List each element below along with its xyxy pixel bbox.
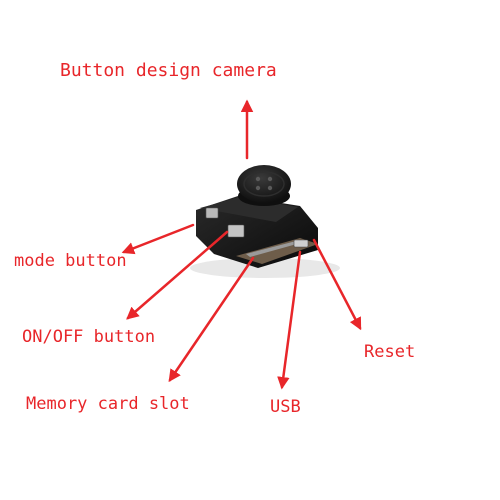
onoff-button-label: ON/OFF button xyxy=(22,327,156,347)
button-hole-icon xyxy=(267,185,273,191)
button-hole-icon xyxy=(255,176,261,182)
button-hole-icon xyxy=(255,185,261,191)
arrow-mode xyxy=(121,223,195,255)
reset-label: Reset xyxy=(364,342,416,362)
slot-metal-edge xyxy=(246,240,304,257)
usb-label: USB xyxy=(270,397,301,417)
title-label: Button design camera xyxy=(60,60,277,81)
button-lens-rim xyxy=(243,171,285,197)
camera-shadow xyxy=(190,258,340,278)
button-lens xyxy=(237,165,291,203)
memory-card-slot-label: Memory card slot xyxy=(26,394,190,414)
arrow-reset xyxy=(312,238,362,331)
mini-camera-module xyxy=(196,165,318,268)
usb-port-part xyxy=(293,239,309,248)
arrow-usb xyxy=(277,250,302,390)
arrow-onoff xyxy=(126,230,229,320)
mode-button-label: mode button xyxy=(14,251,127,271)
arrow-memory xyxy=(168,256,255,383)
button-hole-icon xyxy=(267,176,273,182)
onoff-button-part xyxy=(227,224,245,238)
mode-button-part xyxy=(205,207,219,219)
